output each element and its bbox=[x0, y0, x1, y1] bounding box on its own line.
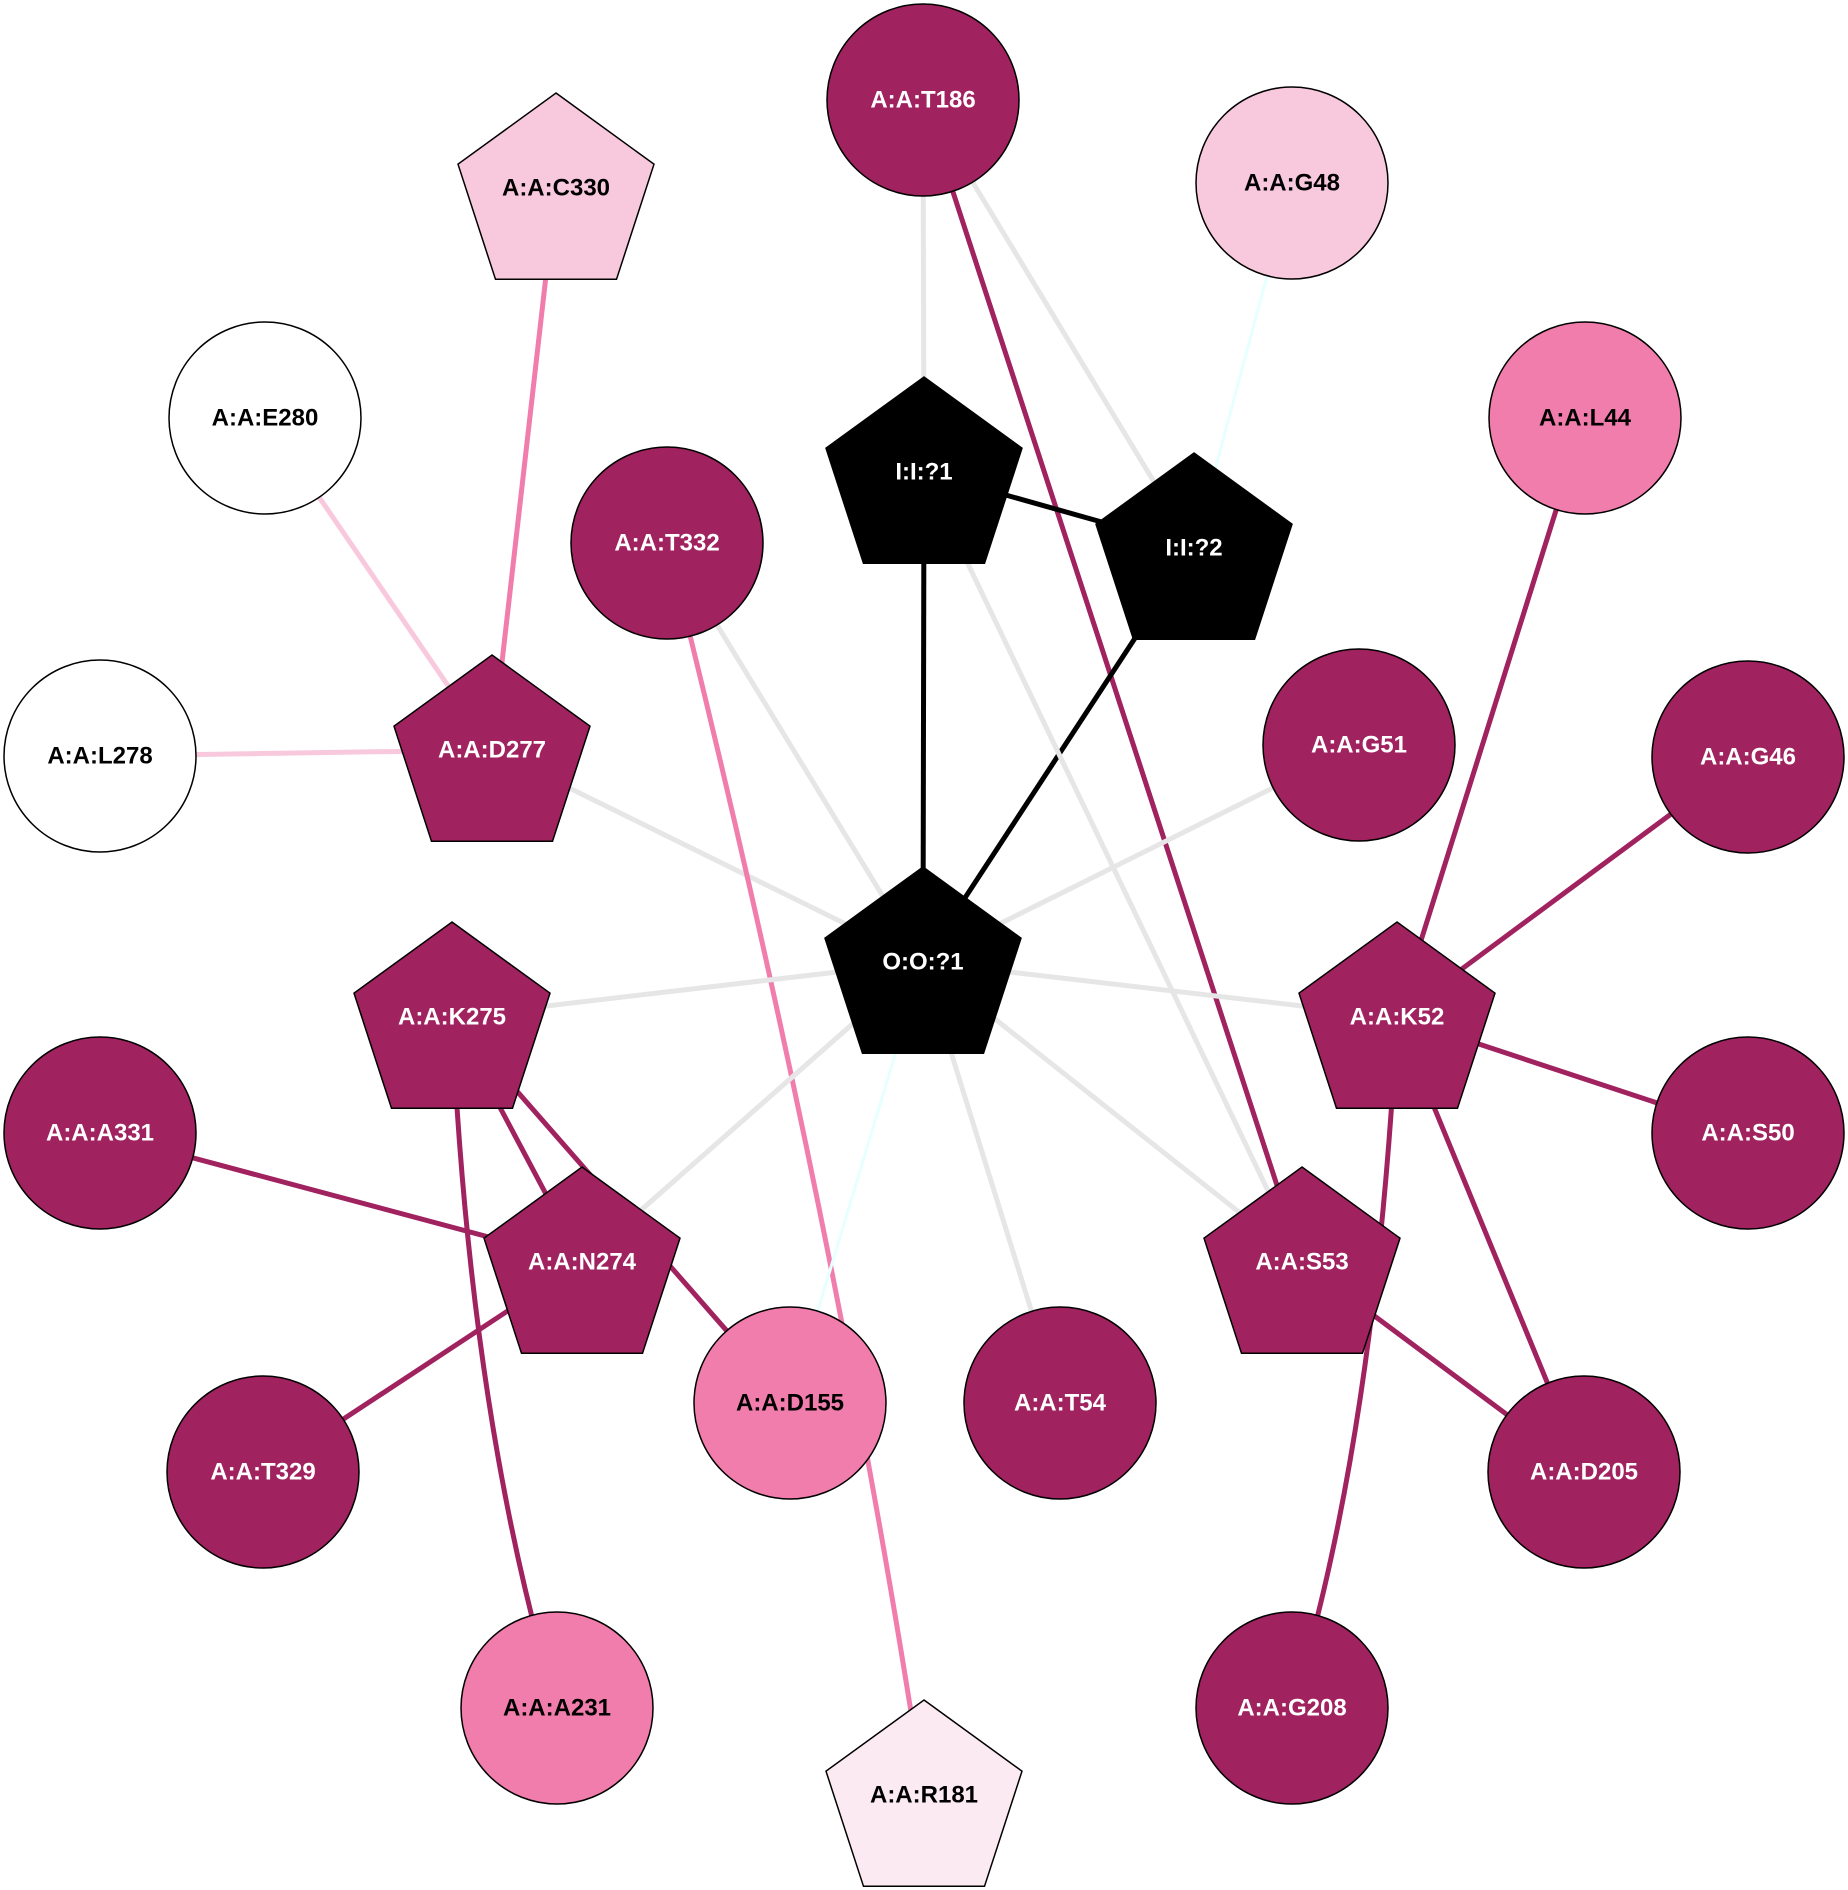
node-a-a-k52[interactable]: A:A:K52 bbox=[1298, 921, 1496, 1110]
node-label: A:A:K275 bbox=[398, 1004, 506, 1031]
node-label: A:A:G208 bbox=[1237, 1695, 1346, 1722]
circle-shape bbox=[1487, 1375, 1681, 1569]
node-label: A:A:D205 bbox=[1530, 1459, 1638, 1486]
circle-shape bbox=[1651, 1036, 1845, 1230]
node-label: A:A:K52 bbox=[1350, 1004, 1445, 1031]
node-label: A:A:L278 bbox=[47, 743, 152, 770]
pentagon-shape bbox=[824, 866, 1022, 1055]
circle-shape bbox=[460, 1611, 654, 1805]
edge-a-a-c330-to-a-a-d277 bbox=[489, 187, 559, 751]
node-label: A:A:A231 bbox=[503, 1695, 611, 1722]
circle-shape bbox=[3, 1036, 197, 1230]
node-a-a-t54[interactable]: A:A:T54 bbox=[963, 1306, 1157, 1500]
edge-a-a-t186-to-a-a-s53 bbox=[920, 99, 1305, 1263]
node-a-a-g46[interactable]: A:A:G46 bbox=[1651, 660, 1845, 854]
pentagon-shape bbox=[1203, 1166, 1401, 1355]
pentagon-shape bbox=[393, 654, 591, 843]
node-label: I:I:?2 bbox=[1165, 535, 1222, 562]
pentagon-shape bbox=[825, 376, 1023, 565]
circle-shape bbox=[1488, 321, 1682, 515]
node-label: A:A:T54 bbox=[1014, 1390, 1107, 1417]
node-label: A:A:T186 bbox=[870, 87, 975, 114]
node-label: A:A:L44 bbox=[1539, 405, 1632, 432]
node-a-a-g51[interactable]: A:A:G51 bbox=[1262, 648, 1456, 842]
node-a-a-s50[interactable]: A:A:S50 bbox=[1651, 1036, 1845, 1230]
node-a-a-t329[interactable]: A:A:T329 bbox=[166, 1375, 360, 1569]
edge-a-a-g208-to-a-a-k52 bbox=[1289, 1016, 1400, 1709]
pentagon-shape bbox=[1095, 452, 1293, 641]
node-a-a-d277[interactable]: A:A:D277 bbox=[393, 654, 591, 843]
node-i-i-1[interactable]: I:I:?1 bbox=[825, 376, 1023, 565]
node-label: A:A:R181 bbox=[870, 1782, 978, 1809]
circle-shape bbox=[1651, 660, 1845, 854]
pentagon-shape bbox=[457, 92, 655, 281]
node-a-a-d205[interactable]: A:A:D205 bbox=[1487, 1375, 1681, 1569]
node-a-a-g208[interactable]: A:A:G208 bbox=[1195, 1611, 1389, 1805]
node-label: A:A:G48 bbox=[1244, 170, 1340, 197]
node-label: A:A:T329 bbox=[210, 1459, 315, 1486]
node-a-a-l44[interactable]: A:A:L44 bbox=[1488, 321, 1682, 515]
node-label: A:A:T332 bbox=[614, 530, 719, 557]
node-a-a-a331[interactable]: A:A:A331 bbox=[3, 1036, 197, 1230]
circle-shape bbox=[693, 1306, 887, 1500]
node-a-a-t186[interactable]: A:A:T186 bbox=[826, 3, 1020, 197]
node-label: A:A:G46 bbox=[1700, 744, 1796, 771]
pentagon-shape bbox=[825, 1699, 1023, 1888]
node-label: A:A:D155 bbox=[736, 1390, 844, 1417]
circle-shape bbox=[1195, 1611, 1389, 1805]
node-a-a-e280[interactable]: A:A:E280 bbox=[168, 321, 362, 515]
node-label: A:A:C330 bbox=[502, 175, 610, 202]
node-a-a-k275[interactable]: A:A:K275 bbox=[353, 921, 551, 1110]
circle-shape bbox=[168, 321, 362, 515]
circle-shape bbox=[1262, 648, 1456, 842]
node-label: A:A:A331 bbox=[46, 1120, 154, 1147]
node-label: A:A:G51 bbox=[1311, 732, 1407, 759]
node-i-i-2[interactable]: I:I:?2 bbox=[1095, 452, 1293, 641]
node-a-a-t332[interactable]: A:A:T332 bbox=[570, 446, 764, 640]
node-a-a-a231[interactable]: A:A:A231 bbox=[460, 1611, 654, 1805]
node-label: A:A:N274 bbox=[528, 1249, 637, 1276]
node-a-a-l278[interactable]: A:A:L278 bbox=[3, 659, 197, 853]
circle-shape bbox=[1195, 86, 1389, 280]
node-label: A:A:S50 bbox=[1701, 1120, 1794, 1147]
pentagon-shape bbox=[1298, 921, 1496, 1110]
node-label: A:A:S53 bbox=[1255, 1249, 1348, 1276]
pentagon-shape bbox=[353, 921, 551, 1110]
node-a-a-d155[interactable]: A:A:D155 bbox=[693, 1306, 887, 1500]
node-a-a-g48[interactable]: A:A:G48 bbox=[1195, 86, 1389, 280]
node-a-a-r181[interactable]: A:A:R181 bbox=[825, 1699, 1023, 1888]
node-a-a-n274[interactable]: A:A:N274 bbox=[483, 1166, 681, 1355]
circle-shape bbox=[166, 1375, 360, 1569]
pentagon-shape bbox=[483, 1166, 681, 1355]
node-o-o-1[interactable]: O:O:?1 bbox=[824, 866, 1022, 1055]
circle-shape bbox=[3, 659, 197, 853]
node-label: O:O:?1 bbox=[882, 949, 963, 976]
node-label: A:A:D277 bbox=[438, 737, 546, 764]
node-a-a-c330[interactable]: A:A:C330 bbox=[457, 92, 655, 281]
node-label: I:I:?1 bbox=[895, 459, 952, 486]
node-label: A:A:E280 bbox=[212, 405, 319, 432]
edge-a-a-t332-to-a-a-r181 bbox=[664, 542, 927, 1796]
circle-shape bbox=[570, 446, 764, 640]
circle-shape bbox=[826, 3, 1020, 197]
node-a-a-s53[interactable]: A:A:S53 bbox=[1203, 1166, 1401, 1355]
circle-shape bbox=[963, 1306, 1157, 1500]
edge-a-a-l44-to-a-a-k52 bbox=[1394, 417, 1588, 1018]
